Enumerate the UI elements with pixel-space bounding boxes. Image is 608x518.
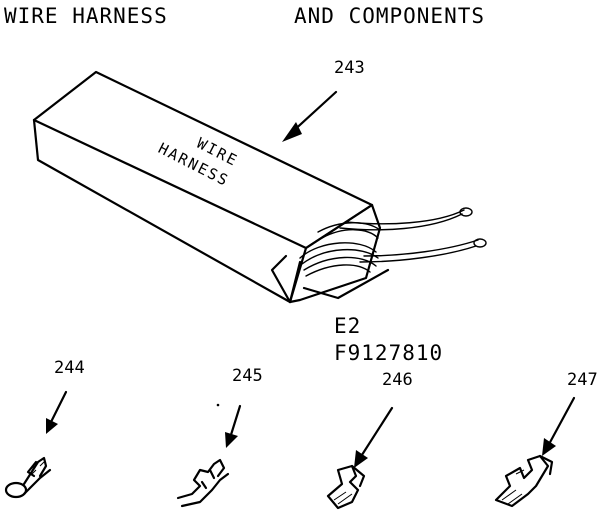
label-247: 247 [567, 370, 598, 390]
label-245: 245 [232, 366, 263, 386]
title-right: AND COMPONENTS [294, 4, 486, 28]
terminal-245 [176, 404, 242, 508]
code-line-2: F9127810 [334, 341, 444, 365]
speck [216, 403, 220, 407]
label-246: 246 [382, 370, 413, 390]
code-line-1: E2 [334, 314, 362, 338]
terminal-244 [4, 390, 68, 499]
terminal-246 [326, 406, 394, 510]
terminal-247 [494, 396, 576, 508]
title-left: WIRE HARNESS [4, 4, 168, 28]
arrow-243 [282, 90, 338, 142]
wire-harness-box: WIRE HARNESS [32, 70, 487, 304]
label-243: 243 [334, 58, 365, 78]
label-244: 244 [54, 358, 85, 378]
